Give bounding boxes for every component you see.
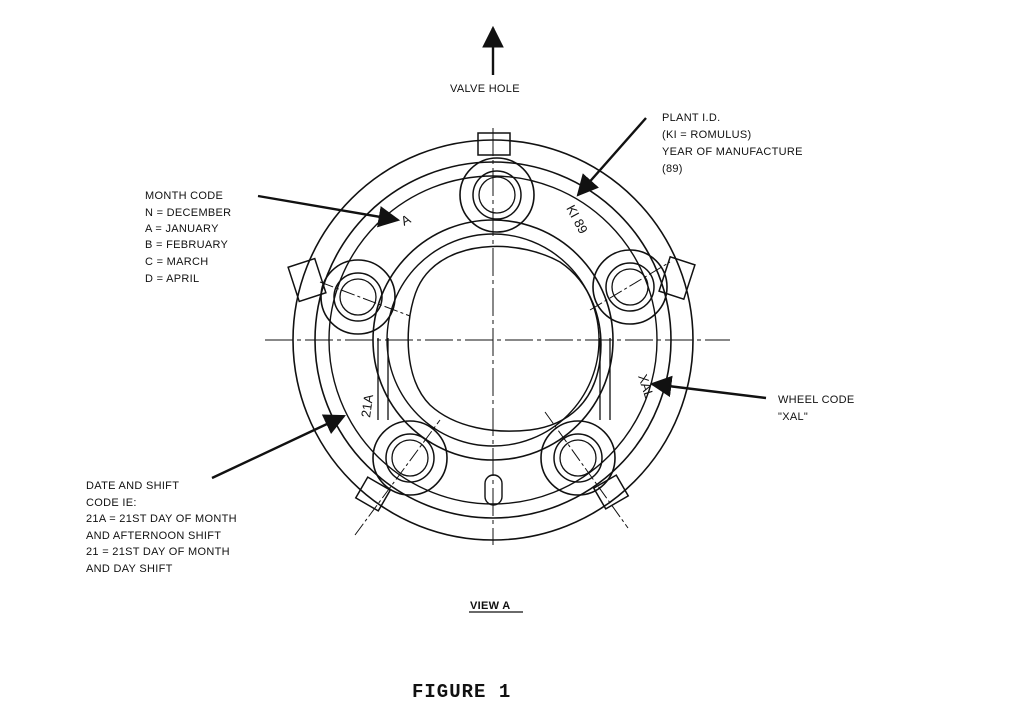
plant-id-label: PLANT I.D. (KI = ROMULUS) YEAR OF MANUFA… <box>662 112 803 175</box>
figure-caption: FIGURE 1 <box>412 681 511 703</box>
svg-text:MONTH CODE: MONTH CODE <box>145 190 223 202</box>
centerlines <box>265 128 730 545</box>
plant-id-arrow <box>576 117 647 197</box>
wheel-mark-date: 21A <box>358 393 376 418</box>
svg-text:"XAL": "XAL" <box>778 411 808 423</box>
wheel-mark-month: A <box>398 211 413 228</box>
view-label: VIEW A <box>470 600 511 612</box>
center-bore <box>407 245 602 432</box>
callout-arrows <box>211 25 767 480</box>
wheel-mark-plant-year: KI 89 <box>563 202 590 236</box>
svg-text:21 = 21ST DAY OF MONTH: 21 = 21ST DAY OF MONTH <box>86 546 230 558</box>
svg-text:PLANT I.D.: PLANT I.D. <box>662 112 720 124</box>
svg-text:(89): (89) <box>662 163 683 175</box>
valve-hole-tab <box>477 132 511 156</box>
month-code-label: MONTH CODE N = DECEMBER A = JANUARY B = … <box>145 190 231 285</box>
month-code-arrow <box>257 194 401 228</box>
wheel-mark-wheel-code: XAL <box>635 372 657 400</box>
svg-text:A = JANUARY: A = JANUARY <box>145 223 219 235</box>
svg-text:21A = 21ST DAY OF MONTH: 21A = 21ST DAY OF MONTH <box>86 513 237 525</box>
svg-text:(KI = ROMULUS): (KI = ROMULUS) <box>662 129 751 141</box>
wheel-code-arrow <box>649 375 767 400</box>
svg-text:N = DECEMBER: N = DECEMBER <box>145 207 231 219</box>
svg-text:AND AFTERNOON SHIFT: AND AFTERNOON SHIFT <box>86 530 221 542</box>
svg-text:DATE AND SHIFT: DATE AND SHIFT <box>86 480 179 492</box>
svg-text:CODE IE:: CODE IE: <box>86 497 137 509</box>
svg-text:WHEEL CODE: WHEEL CODE <box>778 394 855 406</box>
wheel-drawing <box>265 128 730 545</box>
lug-hole-bottom-left <box>372 420 448 496</box>
svg-text:B = FEBRUARY: B = FEBRUARY <box>145 239 229 251</box>
lug-hole-top <box>459 157 535 233</box>
wheel-code-label: WHEEL CODE "XAL" <box>778 394 855 423</box>
date-shift-arrow <box>211 414 346 480</box>
lug-hole-left <box>320 259 396 335</box>
lug-hole-bottom-right <box>540 420 616 496</box>
svg-text:YEAR OF MANUFACTURE: YEAR OF MANUFACTURE <box>662 146 803 158</box>
valve-hole-label: VALVE HOLE <box>450 83 520 95</box>
svg-text:AND DAY SHIFT: AND DAY SHIFT <box>86 563 173 575</box>
lug-hole-right <box>592 249 668 325</box>
date-shift-label: DATE AND SHIFT CODE IE: 21A = 21ST DAY O… <box>86 480 237 575</box>
svg-text:C = MARCH: C = MARCH <box>145 256 209 268</box>
svg-text:D = APRIL: D = APRIL <box>145 273 199 285</box>
